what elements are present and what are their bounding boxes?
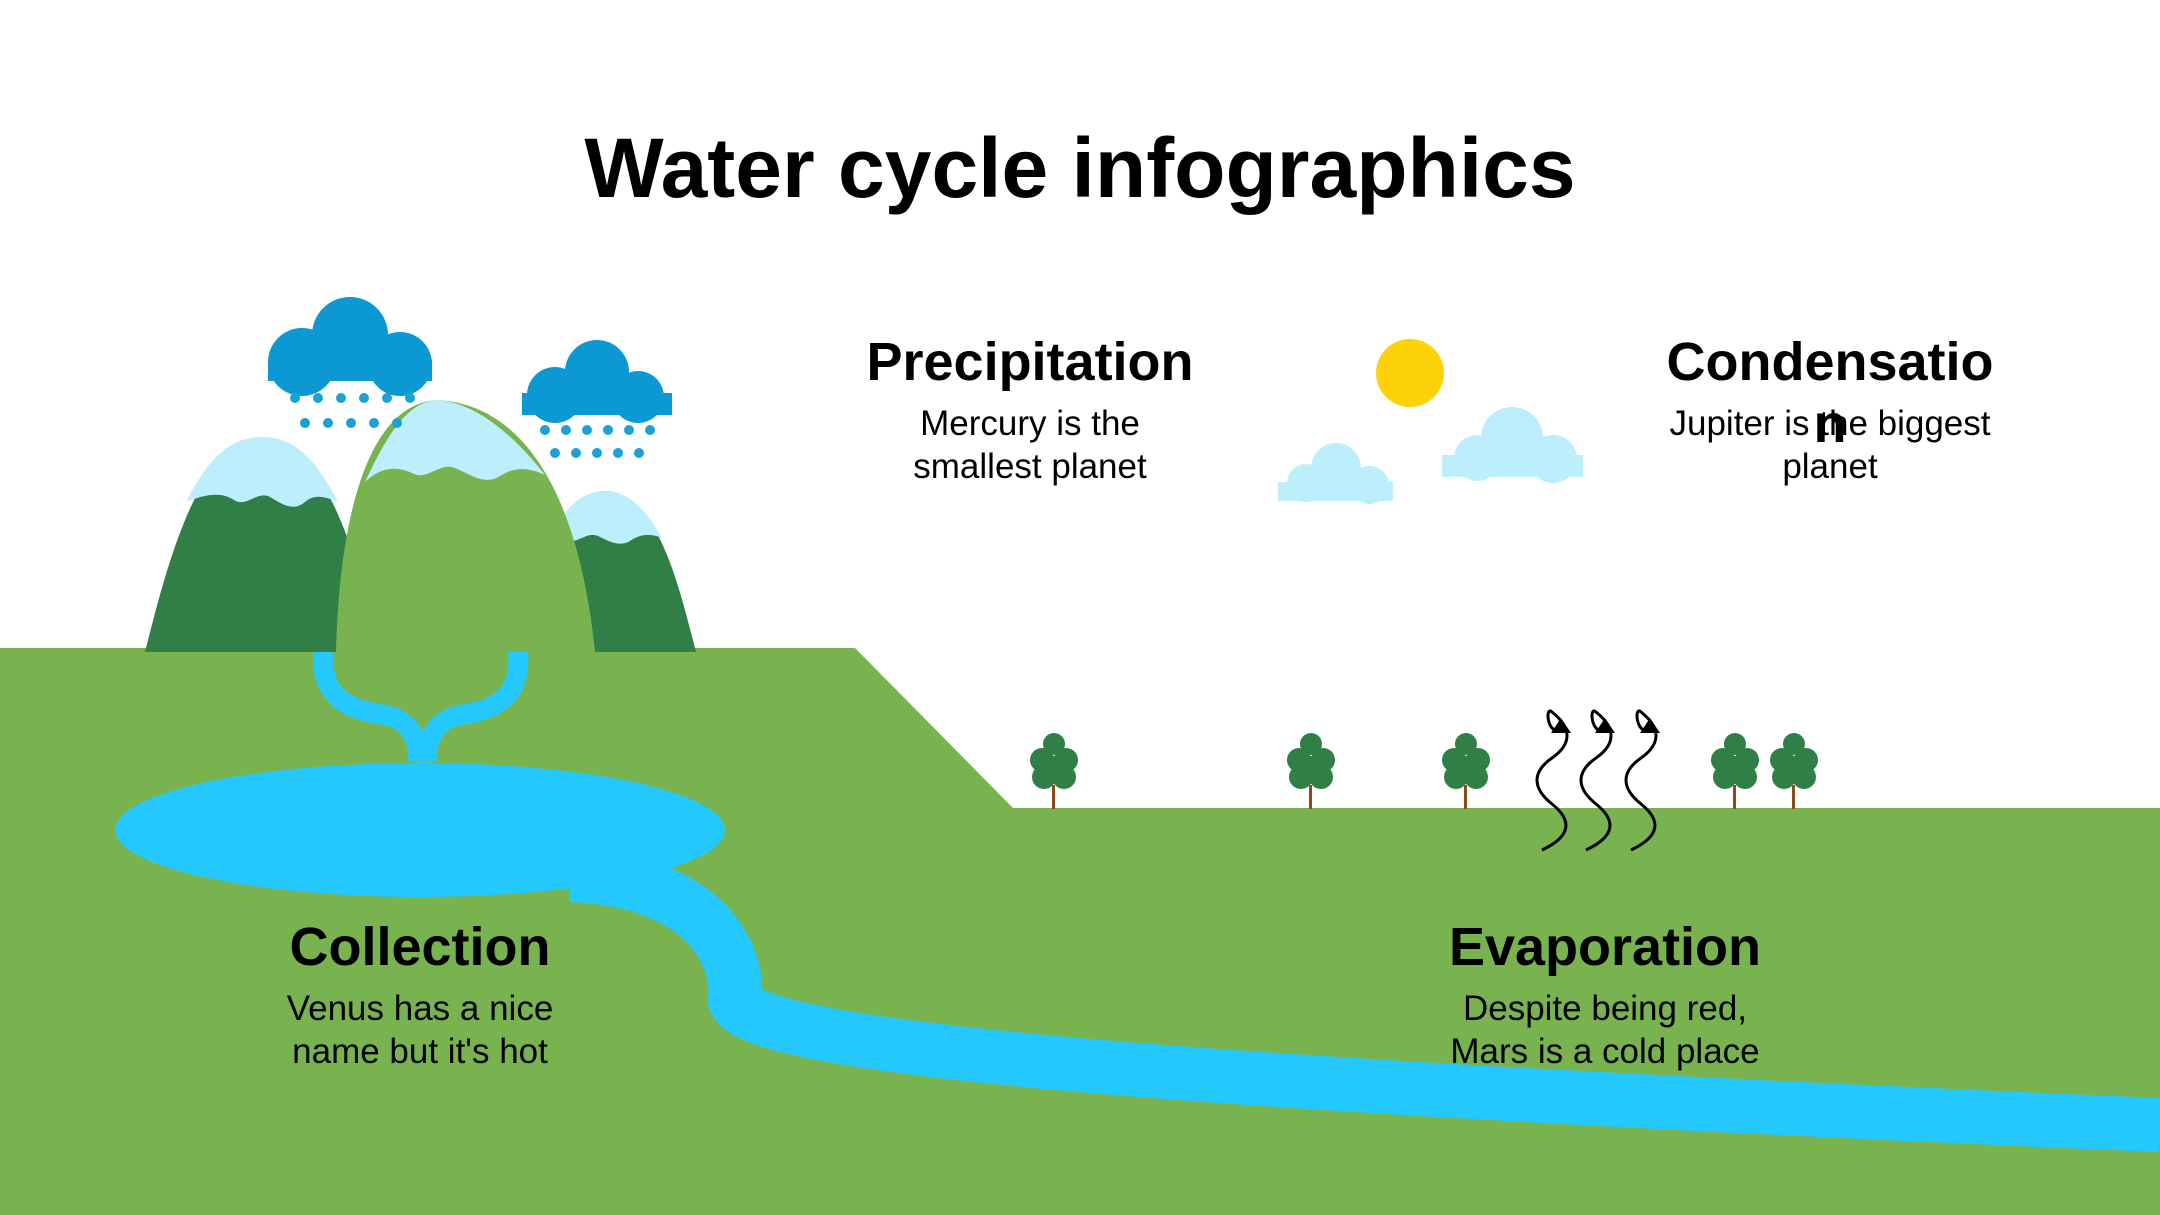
description-line: planet bbox=[1782, 447, 1878, 486]
tree-icon bbox=[1711, 733, 1759, 809]
description-line: Mercury is the bbox=[920, 404, 1140, 443]
cloud-icon bbox=[1442, 407, 1583, 483]
evaporation-arrowheads bbox=[1551, 718, 1660, 733]
river bbox=[568, 848, 2160, 1152]
tree-icon bbox=[1770, 733, 1818, 809]
evaporation-arrow-icon bbox=[1535, 709, 1658, 852]
tree-icon bbox=[1442, 733, 1490, 809]
cloud-icon bbox=[1278, 443, 1393, 504]
stream bbox=[416, 649, 529, 763]
description-line: Jupiter is the biggest bbox=[1669, 404, 1991, 443]
lake bbox=[115, 763, 725, 897]
description-line: Mars is a cold place bbox=[1450, 1032, 1760, 1071]
collection-description: Venus has a nice name but it's hot bbox=[190, 987, 650, 1073]
condensation-heading-overflow: n bbox=[1813, 394, 1847, 454]
collection-heading: Collection bbox=[289, 917, 551, 977]
rain-cloud-icon bbox=[268, 297, 432, 396]
evaporation-block: Evaporation Despite being red, Mars is a… bbox=[1375, 915, 1835, 1073]
rain-drops bbox=[290, 393, 415, 428]
condensation-block: Condensatio Jupiter is the biggest plane… bbox=[1600, 330, 2060, 488]
tree-icon bbox=[1287, 733, 1335, 809]
precipitation-block: Precipitation Mercury is the smallest pl… bbox=[800, 330, 1260, 488]
condensation-heading: Condensatio bbox=[1666, 332, 1994, 392]
collection-block: Collection Venus has a nice name but it'… bbox=[190, 915, 650, 1073]
mountain-left bbox=[145, 437, 381, 652]
description-line: smallest planet bbox=[913, 447, 1147, 486]
description-line: Venus has a nice bbox=[286, 989, 554, 1028]
description-line: Despite being red, bbox=[1462, 989, 1748, 1028]
evaporation-heading: Evaporation bbox=[1448, 917, 1762, 977]
description-line: name but it's hot bbox=[292, 1032, 548, 1071]
rain-drops bbox=[540, 425, 655, 458]
sun-icon bbox=[1376, 339, 1444, 407]
stream bbox=[312, 649, 429, 763]
page-title: Water cycle infographics bbox=[584, 121, 1576, 215]
tree-icon bbox=[1030, 733, 1078, 809]
precipitation-description: Mercury is the smallest planet bbox=[800, 402, 1260, 488]
evaporation-description: Despite being red, Mars is a cold place bbox=[1375, 987, 1835, 1073]
rain-cloud-icon bbox=[522, 340, 672, 423]
mountain-center bbox=[336, 400, 595, 652]
precipitation-heading: Precipitation bbox=[866, 332, 1194, 392]
condensation-description: Jupiter is the biggest planet bbox=[1600, 402, 2060, 488]
